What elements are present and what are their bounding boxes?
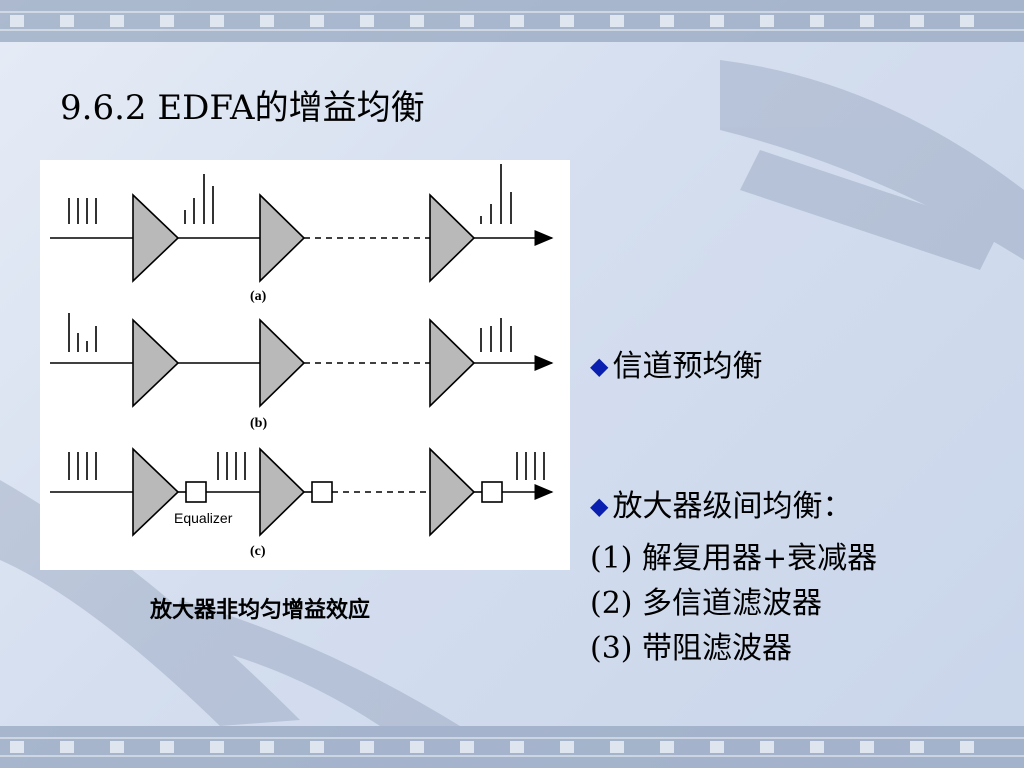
equalization-method-list: (1) 解复用器+衰减器 (2) 多信道滤波器 (3) 带阻滤波器 — [590, 536, 877, 671]
equalizer-boxes — [185, 481, 503, 503]
list-item: (1) 解复用器+衰减器 — [590, 541, 878, 576]
figure-caption: 放大器非均匀增益效应 — [150, 597, 371, 623]
panel-c-label: (c) — [250, 544, 266, 559]
diamond-bullet-icon: ◆ — [590, 352, 609, 380]
slide-title: 9.6.2 EDFA的增益均衡 — [60, 88, 425, 128]
panel-a — [50, 164, 554, 246]
amplifier-triangles-a — [132, 193, 476, 283]
panel-a-label: (a) — [250, 289, 267, 304]
amplifier-triangles-b — [132, 318, 476, 408]
panel-c — [50, 452, 554, 500]
equalizer-label: Equalizer — [174, 510, 233, 526]
bullet-interstage-equalization: ◆放大器级间均衡： — [590, 488, 852, 525]
panel-b — [50, 313, 554, 371]
amplifier-figure: (a) (b) — [40, 160, 570, 570]
edfa-gain-diagram: (a) (b) — [50, 164, 554, 559]
bullet-channel-pre-equalization: ◆信道预均衡 — [590, 348, 762, 385]
amplifier-triangles-c — [132, 447, 476, 537]
bullet-text: 放大器级间均衡： — [612, 489, 853, 524]
list-item: (2) 多信道滤波器 — [590, 586, 823, 621]
diamond-bullet-icon: ◆ — [590, 492, 609, 520]
list-item: (3) 带阻滤波器 — [590, 631, 793, 666]
bullet-text: 信道预均衡 — [612, 349, 763, 384]
panel-b-label: (b) — [250, 416, 267, 431]
